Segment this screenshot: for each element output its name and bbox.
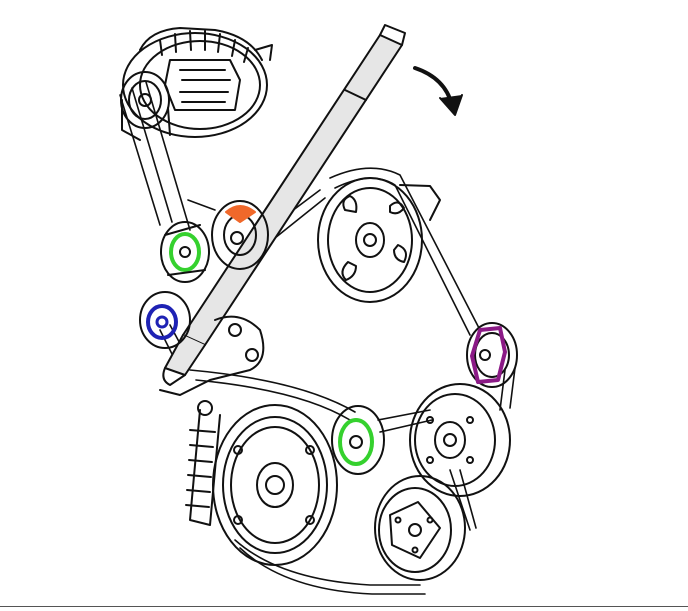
water-pump-pulley — [409, 383, 511, 497]
power-steering-pump — [317, 177, 441, 303]
ac-compressor-clutch — [374, 475, 466, 581]
wrench-bar-icon — [162, 24, 406, 386]
curved-arrow-clockwise-icon — [413, 66, 463, 116]
idler-pulley-upper — [160, 221, 210, 283]
crankshaft-pulley — [212, 404, 338, 566]
idler-pulley-left — [211, 200, 269, 270]
tensioner-pulley — [139, 291, 191, 349]
idler-pulley-right — [466, 322, 518, 388]
bottom-rule — [0, 606, 688, 607]
alternator-icon — [120, 27, 273, 141]
idler-pulley-lower — [331, 405, 385, 475]
